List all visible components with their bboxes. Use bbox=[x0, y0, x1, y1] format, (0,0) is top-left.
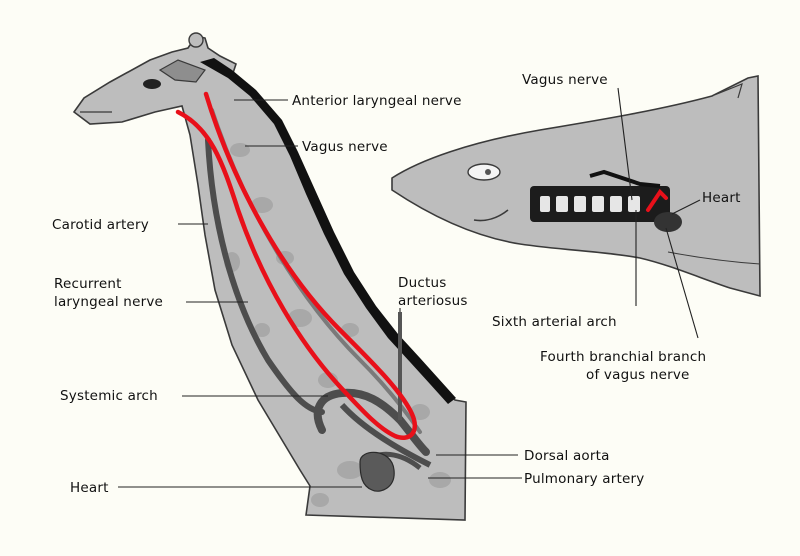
giraffe-labels: Anterior laryngeal nerve Vagus nerve Car… bbox=[52, 93, 644, 496]
label-systemic-arch: Systemic arch bbox=[60, 388, 158, 404]
fish-heart bbox=[654, 212, 682, 232]
fish-eye bbox=[467, 163, 501, 181]
label-recurrent-laryngeal-nerve-line1: Recurrent bbox=[54, 276, 122, 292]
giraffe-systemic-arch bbox=[313, 388, 430, 456]
fish-labels: Vagus nerve Heart Sixth arterial arch Fo… bbox=[492, 72, 741, 383]
fish-lateral-line bbox=[667, 251, 761, 265]
fish-recurrent-nerve bbox=[646, 188, 668, 212]
label-giraffe-heart: Heart bbox=[70, 480, 109, 496]
giraffe-ear bbox=[158, 59, 206, 83]
label-anterior-laryngeal-nerve: Anterior laryngeal nerve bbox=[292, 93, 462, 109]
giraffe-eye bbox=[143, 79, 161, 89]
label-ductus-arteriosus-line2: arteriosus bbox=[398, 293, 468, 309]
giraffe-recurrent-laryngeal-nerve bbox=[175, 91, 418, 440]
fish-leader-lines bbox=[617, 87, 701, 339]
fish-vagus-branch bbox=[589, 169, 661, 188]
label-carotid-artery: Carotid artery bbox=[52, 217, 149, 233]
label-vagus-nerve: Vagus nerve bbox=[302, 139, 388, 155]
giraffe-mane bbox=[200, 58, 456, 404]
label-pulmonary-artery: Pulmonary artery bbox=[524, 471, 644, 487]
label-ductus-arteriosus-line1: Ductus bbox=[398, 275, 446, 291]
fish-gill-arches bbox=[540, 196, 640, 212]
label-fish-heart: Heart bbox=[702, 190, 741, 206]
label-fish-vagus-nerve: Vagus nerve bbox=[522, 72, 608, 88]
giraffe-figure bbox=[72, 32, 467, 521]
fish-pupil bbox=[485, 169, 491, 175]
giraffe-leader-lines bbox=[118, 99, 522, 488]
fish-figure bbox=[391, 75, 761, 298]
label-fourth-branchial-branch-line2: of vagus nerve bbox=[586, 367, 690, 383]
fish-mouth bbox=[473, 209, 509, 222]
fish-dorsal-fin-edge bbox=[711, 82, 743, 99]
label-sixth-arterial-arch: Sixth arterial arch bbox=[492, 314, 617, 330]
giraffe-dorsal-aorta bbox=[339, 402, 432, 468]
giraffe-heart bbox=[359, 451, 395, 492]
label-fourth-branchial-branch-line1: Fourth branchial branch bbox=[540, 349, 706, 365]
label-recurrent-laryngeal-nerve-line2: laryngeal nerve bbox=[54, 294, 163, 310]
label-dorsal-aorta: Dorsal aorta bbox=[524, 448, 610, 464]
giraffe-horn bbox=[188, 32, 204, 48]
giraffe-carotid-artery bbox=[205, 137, 325, 415]
